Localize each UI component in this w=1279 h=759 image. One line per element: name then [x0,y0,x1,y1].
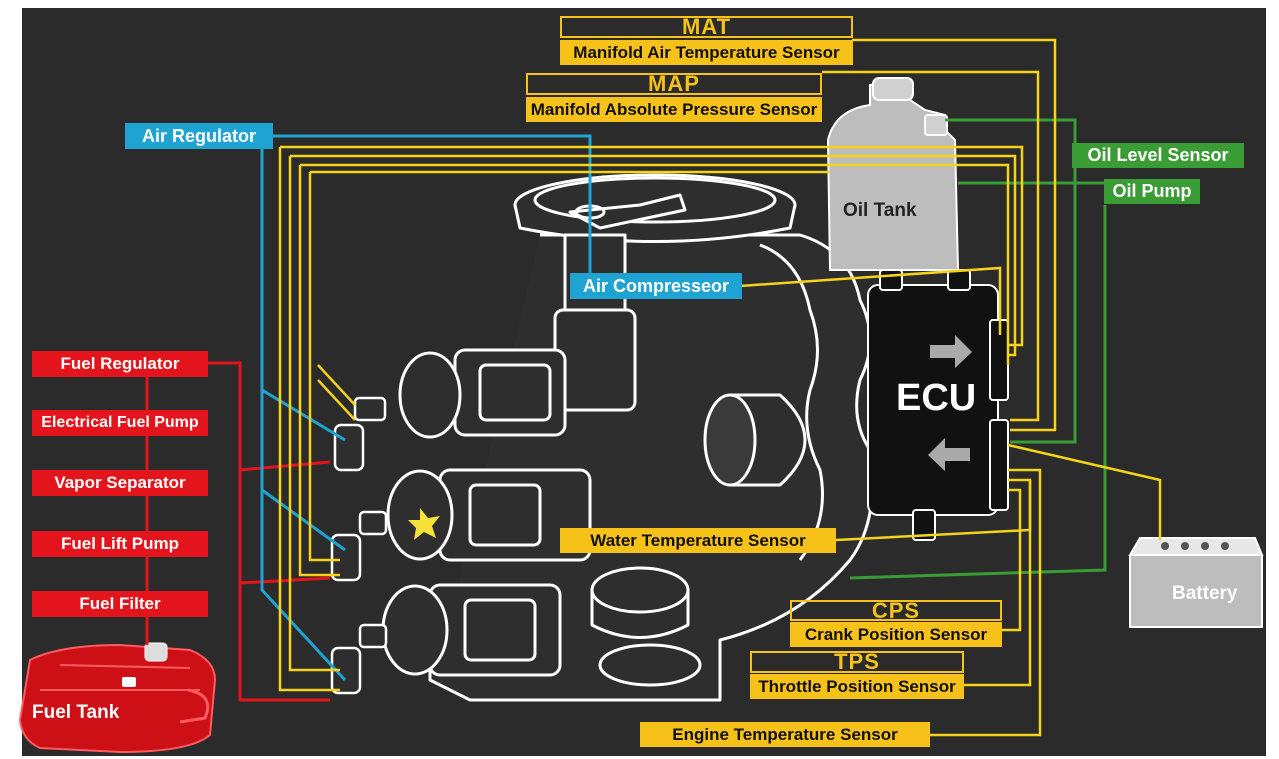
battery-shape [1128,537,1264,628]
mat-label: Manifold Air Temperature Sensor [560,40,853,65]
fuel-regulator-label: Fuel Regulator [32,351,208,377]
battery-label: Battery [1172,583,1238,604]
engine-temperature-sensor-label: Engine Temperature Sensor [640,722,930,747]
oil-lines [849,118,1107,580]
electrical-fuel-pump-label: Electrical Fuel Pump [32,410,208,436]
air-lines [260,134,592,682]
oil-tank-shape [826,77,960,271]
fuel-lift-pump-label: Fuel Lift Pump [32,531,208,557]
mat-abbr: MAT [560,16,853,38]
tps-abbr: TPS [750,651,964,673]
air-compressor-label: Air Compresseor [570,273,742,299]
map-abbr: MAP [526,73,822,95]
oil-tank-label: Oil Tank [843,200,917,221]
water-temperature-sensor-label: Water Temperature Sensor [560,528,836,553]
map-label: Manifold Absolute Pressure Sensor [526,97,822,122]
ecu-box [867,269,1009,541]
fuel-tank-label: Fuel Tank [32,702,120,723]
air-regulator-label: Air Regulator [125,123,273,149]
oil-pump-label: Oil Pump [1104,179,1200,204]
tps-label: Throttle Position Sensor [750,674,964,699]
sensor-lines [278,38,1162,737]
cps-label: Crank Position Sensor [790,622,1002,647]
fuel-filter-label: Fuel Filter [32,591,208,617]
vapor-separator-label: Vapor Separator [32,470,208,496]
oil-level-sensor-label: Oil Level Sensor [1072,143,1244,168]
cps-abbr: CPS [790,599,1002,621]
fuel-tank-shape [18,642,217,754]
ecu-label: ECU [896,377,977,419]
